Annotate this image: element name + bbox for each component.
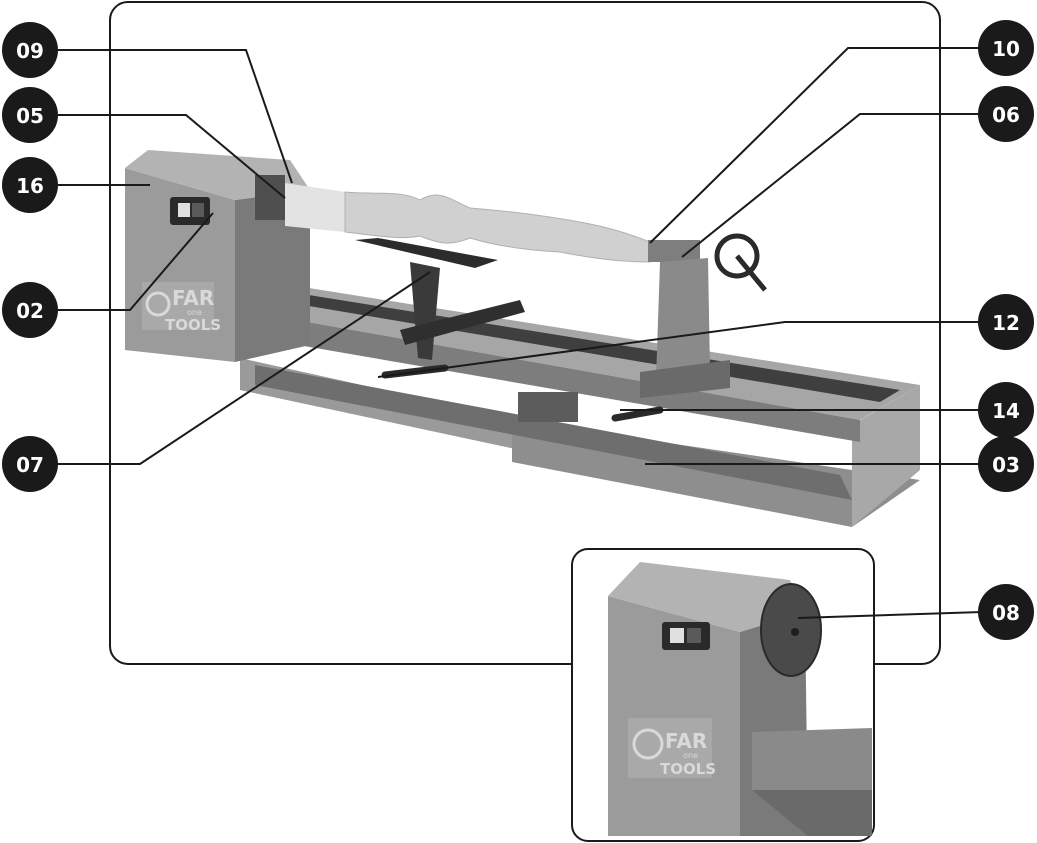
lathe-bed-tail-end — [852, 385, 920, 527]
callout-12: 12 — [978, 294, 1034, 350]
inset-logo-tools: TOOLS — [660, 760, 716, 778]
callout-14: 14 — [978, 382, 1034, 438]
callout-09-text: 09 — [16, 39, 44, 63]
faceplate-center — [791, 628, 799, 636]
callout-08-text: 08 — [992, 601, 1020, 625]
callout-06-text: 06 — [992, 103, 1020, 127]
leader-02 — [58, 212, 214, 311]
lathe-bed-floor — [255, 365, 852, 500]
inset-faceplate-view: FAR one TOOLS — [571, 548, 875, 842]
leader-05 — [58, 114, 286, 199]
far-tools-logo: FAR one TOOLS — [142, 282, 221, 334]
headstock-side — [235, 190, 310, 362]
logo-sub: one — [187, 308, 202, 317]
inset-power-switch-rocker-2 — [687, 628, 701, 643]
logo-brand: FAR — [172, 286, 214, 310]
inset-logo-brand: FAR — [665, 729, 707, 753]
faceplate — [760, 583, 822, 677]
leader-10 — [649, 47, 982, 244]
power-switch-rocker — [178, 203, 190, 217]
callout-10: 10 — [978, 20, 1034, 76]
headstock-spindle-plate — [255, 175, 285, 220]
callout-08: 08 — [978, 584, 1034, 640]
logo-tools: TOOLS — [165, 316, 221, 334]
callout-07: 07 — [2, 436, 58, 492]
callout-05: 05 — [2, 87, 58, 143]
leader-06 — [681, 113, 982, 258]
callout-16-text: 16 — [16, 174, 44, 198]
callout-03-text: 03 — [992, 453, 1020, 477]
tailstock-handwheel — [714, 233, 760, 279]
callout-09: 09 — [2, 22, 58, 78]
callout-06: 06 — [978, 86, 1034, 142]
callout-05-text: 05 — [16, 104, 44, 128]
callout-10-text: 10 — [992, 37, 1020, 61]
inset-headstock-top — [608, 562, 805, 632]
callout-16: 16 — [2, 157, 58, 213]
callout-03: 03 — [978, 436, 1034, 492]
inset-far-tools-logo: FAR one TOOLS — [628, 718, 716, 778]
leader-07 — [58, 271, 431, 465]
leader-lines — [58, 47, 983, 619]
callout-12-text: 12 — [992, 311, 1020, 335]
callout-02-text: 02 — [16, 299, 44, 323]
inset-power-switch — [662, 622, 710, 650]
callout-14-text: 14 — [992, 399, 1020, 423]
callout-02: 02 — [2, 282, 58, 338]
tool-rest — [355, 238, 525, 360]
inset-logo-sub: one — [683, 751, 698, 760]
inset-bed-rail — [752, 728, 872, 790]
inset-bed-rail-lower — [752, 790, 872, 836]
bed-joint-clamp — [518, 392, 578, 422]
callout-07-text: 07 — [16, 453, 44, 477]
lathe-illustration: FAR one TOOLS — [125, 150, 920, 527]
bed-lock-lever — [611, 406, 664, 422]
inset-power-switch-rocker — [670, 628, 684, 643]
tailstock — [640, 233, 767, 398]
leader-08 — [797, 611, 983, 619]
lathe-rail-gap — [285, 292, 900, 402]
power-switch-rocker-2 — [192, 203, 204, 217]
leader-09 — [58, 49, 293, 184]
leader-12 — [377, 321, 982, 378]
